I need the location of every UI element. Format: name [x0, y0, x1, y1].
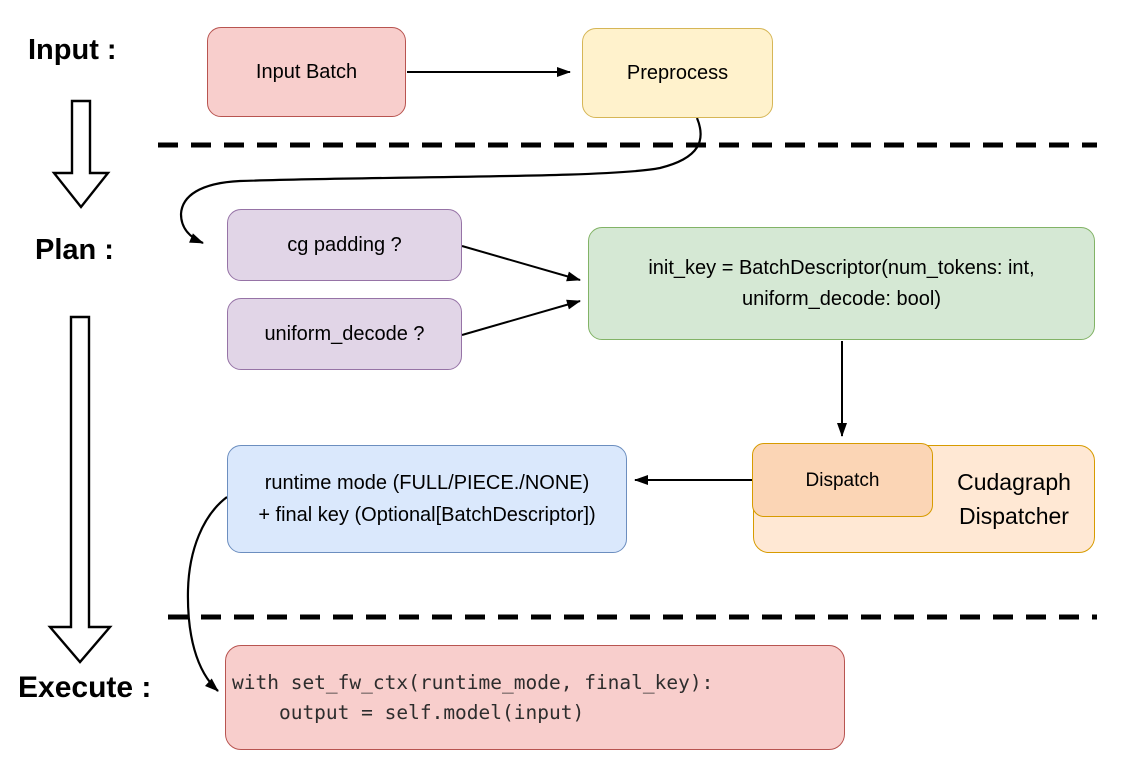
- node-preprocess: Preprocess: [582, 28, 773, 118]
- node-dispatch: Dispatch: [752, 443, 933, 517]
- node-init-key-line2: uniform_decode: bool): [741, 287, 941, 310]
- node-input-batch-label: Input Batch: [255, 60, 358, 83]
- node-input-batch: Input Batch: [207, 27, 406, 117]
- node-init-key-line1: init_key = BatchDescriptor(num_tokens: i…: [648, 256, 1035, 279]
- node-uniform-decode: uniform_decode ?: [227, 298, 462, 370]
- execute-code-line1: with set_fw_ctx(runtime_mode, final_key)…: [232, 670, 714, 694]
- stage-arrow-input-to-plan: [51, 99, 111, 209]
- cudagraph-dispatcher-line1: Cudagraph: [957, 469, 1071, 495]
- node-runtime-mode: runtime mode (FULL/PIECE./NONE) + final …: [227, 445, 627, 553]
- cudagraph-dispatcher-line2: Dispatcher: [959, 503, 1069, 529]
- stage-label-execute: Execute :: [18, 671, 152, 704]
- node-execute-code: with set_fw_ctx(runtime_mode, final_key)…: [225, 645, 845, 750]
- arrow-uniform-decode-to-init-key: [461, 299, 581, 336]
- arrow-cg-padding-to-init-key: [461, 245, 581, 282]
- arrow-preprocess-to-cg-padding: [179, 117, 702, 245]
- node-cg-padding: cg padding ?: [227, 209, 462, 281]
- stage-label-input: Input :: [28, 34, 117, 66]
- execute-code-line2: output = self.model(input): [232, 700, 585, 724]
- node-cg-padding-label: cg padding ?: [287, 233, 402, 256]
- node-runtime-mode-line1: runtime mode (FULL/PIECE./NONE): [264, 472, 590, 494]
- stage-arrow-plan-to-execute: [47, 315, 113, 664]
- stage-label-plan: Plan :: [35, 234, 114, 266]
- node-init-key: init_key = BatchDescriptor(num_tokens: i…: [588, 227, 1095, 340]
- node-dispatch-label: Dispatch: [805, 469, 880, 491]
- node-uniform-decode-label: uniform_decode ?: [264, 322, 425, 345]
- arrow-runtime-mode-to-execute-code: [186, 496, 228, 692]
- node-runtime-mode-line2: + final key (Optional[BatchDescriptor]): [258, 504, 596, 526]
- cudagraph-dispatcher-title: Cudagraph Dispatcher: [933, 445, 1095, 553]
- node-preprocess-label: Preprocess: [626, 61, 729, 84]
